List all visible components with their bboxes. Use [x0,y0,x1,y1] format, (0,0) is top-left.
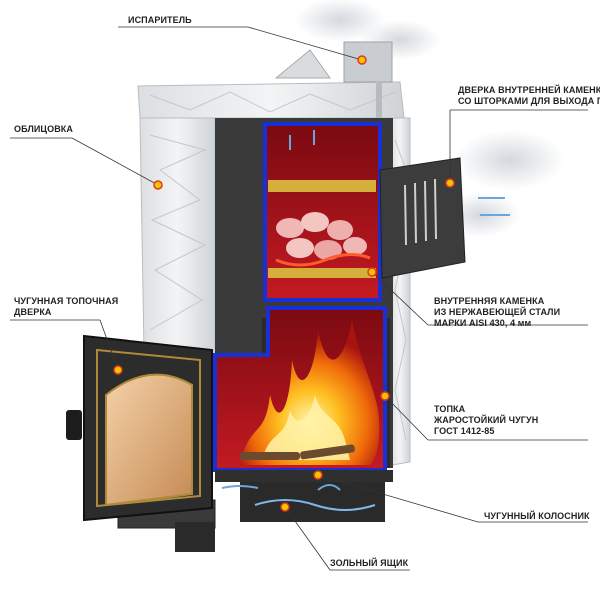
label-cladding: ОБЛИЦОВКА [14,124,73,134]
marker-evaporator [357,55,367,65]
inner-heater-chamber [263,122,382,302]
label-firebox-door-line-1: ЧУГУННАЯ ТОПОЧНАЯ [14,296,119,306]
heater-stones [276,212,367,260]
marker-firebox-door [113,365,123,375]
label-firebox-line-2: ЖАРОСТОЙКИЙ ЧУГУН [434,415,539,425]
label-inner-door-line-1: ДВЕРКА ВНУТРЕННЕЙ КАМЕНКИ [458,85,600,95]
label-firebox-door-line-2: ДВЕРКА [14,307,52,317]
label-inner-heater-line-1: ВНУТРЕННЯЯ КАМЕНКА [434,296,545,306]
label-firebox-line-1: ТОПКА [434,404,466,414]
marker-cladding [153,180,163,190]
cast-iron-grate [215,470,393,522]
label-firebox-door: ЧУГУННАЯ ТОПОЧНАЯ ДВЕРКА [14,296,118,318]
marker-ash-box [280,502,290,512]
marker-firebox [380,391,390,401]
label-ash-box: ЗОЛЬНЫЙ ЯЩИК [330,558,409,568]
firebox-door [66,334,213,522]
label-inner-heater: ВНУТРЕННЯЯ КАМЕНКА ИЗ НЕРЖАВЕЮЩЕЙ СТАЛИ … [434,296,560,329]
airflow-arrows [221,130,510,491]
marker-inner-heater [367,267,377,277]
leader-lines [10,26,588,571]
label-inner-heater-line-2: ИЗ НЕРЖАВЕЮЩЕЙ СТАЛИ [434,307,561,317]
label-grate: ЧУГУННЫЙ КОЛОСНИК [484,511,590,521]
label-inner-door: ДВЕРКА ВНУТРЕННЕЙ КАМЕНКИ СО ШТОРКАМИ ДЛ… [458,85,600,107]
label-firebox-line-3: ГОСТ 1412-85 [434,426,495,436]
inner-heater-door [379,157,466,279]
callout-markers [113,55,455,512]
marker-grate [313,470,323,480]
label-inner-door-line-2: СО ШТОРКАМИ ДЛЯ ВЫХОДА ПАРА [458,96,600,106]
label-evaporator: ИСПАРИТЕЛЬ [128,15,192,25]
marker-inner-door [445,178,455,188]
firewood-logs [240,444,355,460]
firebox-chamber [213,306,387,472]
label-firebox: ТОПКА ЖАРОСТОЙКИЙ ЧУГУН ГОСТ 1412-85 [434,404,538,437]
label-inner-heater-line-3: МАРКИ AISI 430, 4 мм [434,318,532,328]
